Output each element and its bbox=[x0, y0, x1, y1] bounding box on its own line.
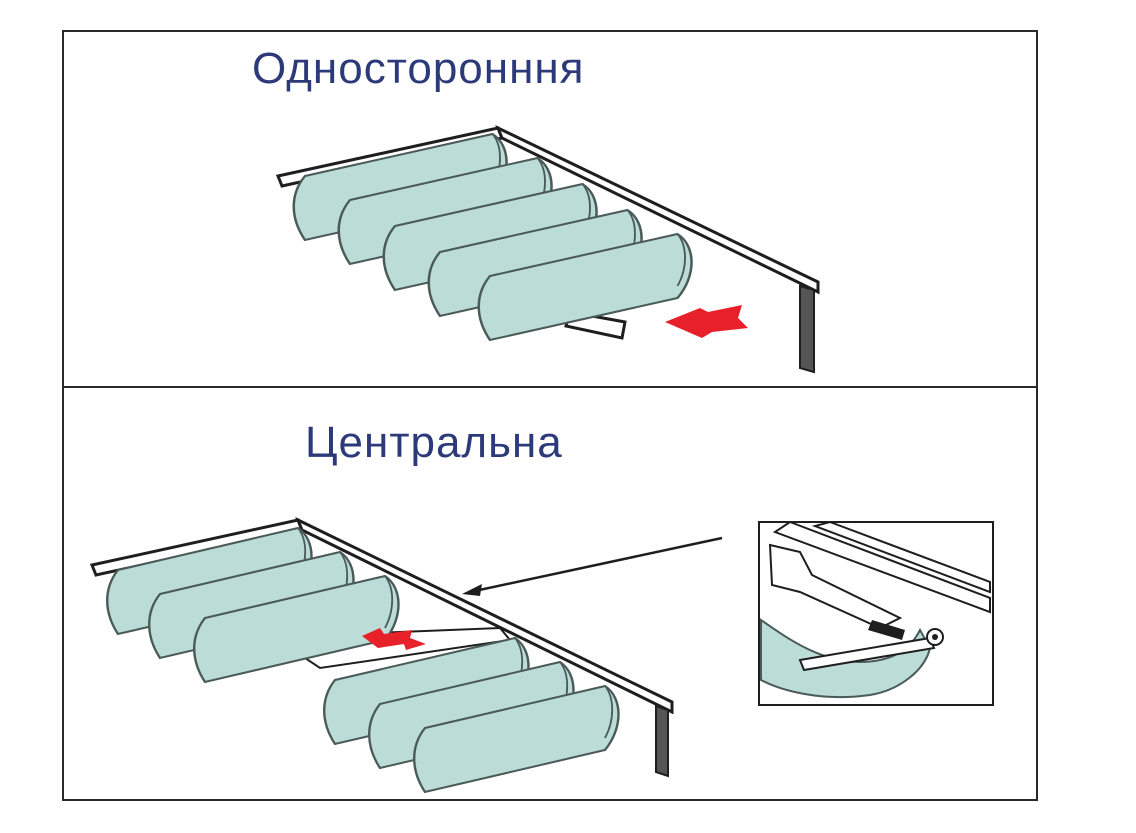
pointer-arrowhead-icon bbox=[462, 584, 482, 596]
slider-detail bbox=[868, 620, 905, 640]
panel-divider bbox=[62, 386, 1038, 388]
red-arrow-icon bbox=[665, 305, 748, 338]
support-post bbox=[655, 704, 669, 778]
detail-inset bbox=[758, 520, 994, 706]
awning-central bbox=[89, 516, 723, 794]
outer-frame bbox=[62, 30, 1038, 801]
side-rail bbox=[295, 516, 674, 715]
panel-title-one-sided: Односторонння bbox=[252, 44, 585, 93]
panel-title-central: Центральна bbox=[305, 418, 563, 467]
bar-detail bbox=[798, 636, 936, 672]
side-rail bbox=[495, 124, 820, 295]
awning-one-sided bbox=[275, 124, 820, 374]
support-post bbox=[799, 284, 815, 374]
red-arrow-icon bbox=[362, 628, 426, 650]
pointer-line bbox=[469, 536, 723, 594]
